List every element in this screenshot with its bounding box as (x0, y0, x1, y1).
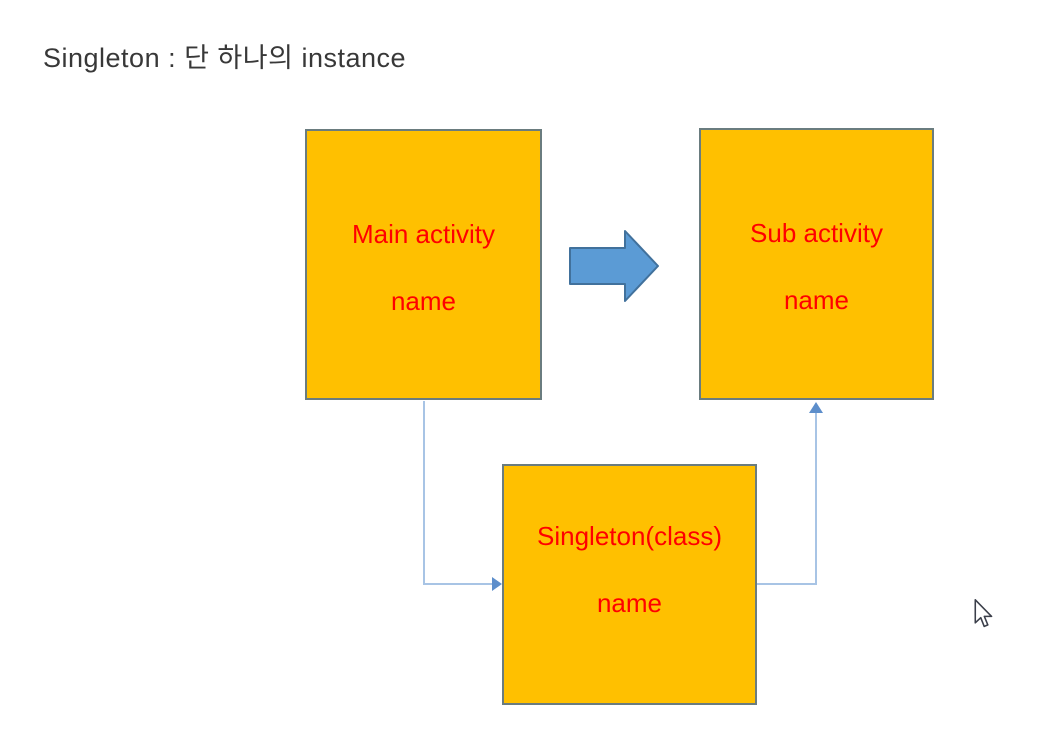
right-block-arrow-icon (569, 230, 659, 302)
connector-main-to-singleton (423, 401, 493, 585)
sub-activity-label: Sub activity (750, 218, 883, 248)
main-activity-name-label: name (390, 285, 457, 316)
mouse-cursor-icon (974, 599, 993, 628)
singleton-class-box: Singleton(class) name (502, 464, 757, 705)
connector-singleton-to-sub (757, 411, 817, 585)
connector-arrowhead-right-icon (492, 577, 502, 591)
main-activity-box: Main activity name (305, 129, 542, 400)
sub-activity-name-label: name (783, 285, 850, 315)
singleton-class-label: Singleton(class) (537, 521, 722, 551)
main-activity-label: Main activity (351, 218, 496, 249)
connector-arrowhead-up-icon (809, 402, 823, 413)
singleton-name-label: name (596, 588, 663, 618)
sub-activity-box: Sub activity name (699, 128, 934, 400)
slide-title: Singleton : 단 하나의 instance (43, 43, 407, 73)
